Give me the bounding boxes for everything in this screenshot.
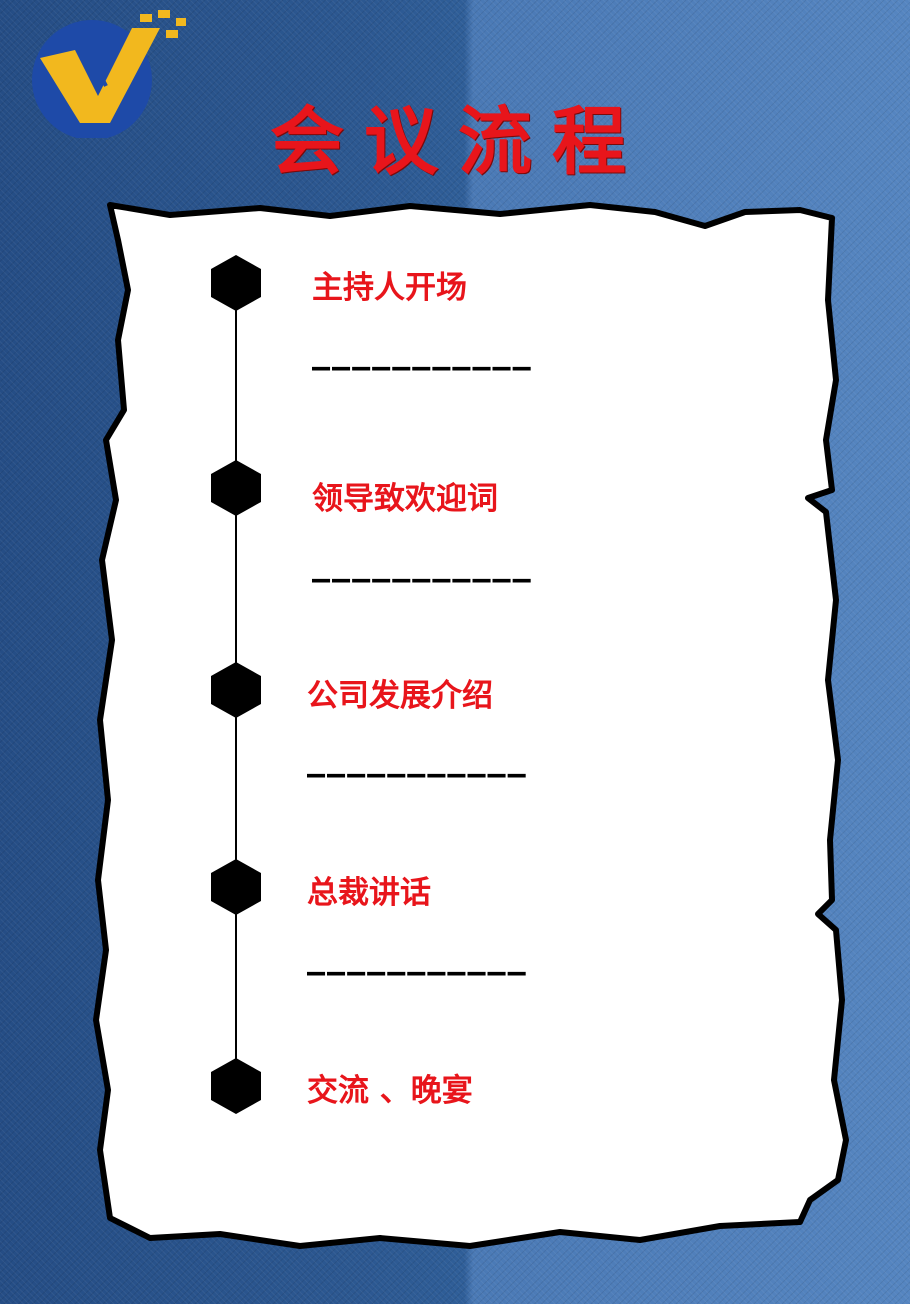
agenda-separator: ——————————— <box>312 350 533 385</box>
hexagon-marker-icon <box>211 662 261 718</box>
agenda-separator: ——————————— <box>307 955 528 990</box>
agenda-step-label: 公司发展介绍 <box>307 678 493 714</box>
agenda-step-label: 总裁讲话 <box>307 875 431 911</box>
agenda-step-label: 领导致欢迎词 <box>312 481 498 517</box>
agenda-separator: ——————————— <box>312 562 533 597</box>
page-title: 会议流程 <box>270 99 646 185</box>
hexagon-marker-icon <box>211 255 261 311</box>
hexagon-marker-icon <box>211 460 261 516</box>
agenda-step-label: 交流 、晚宴 <box>307 1073 473 1109</box>
hexagon-marker-icon <box>211 1058 261 1114</box>
company-logo-icon <box>32 10 186 138</box>
hexagon-marker-icon <box>211 859 261 915</box>
agenda-step-label: 主持人开场 <box>312 270 467 306</box>
agenda-separator: ——————————— <box>307 757 528 792</box>
